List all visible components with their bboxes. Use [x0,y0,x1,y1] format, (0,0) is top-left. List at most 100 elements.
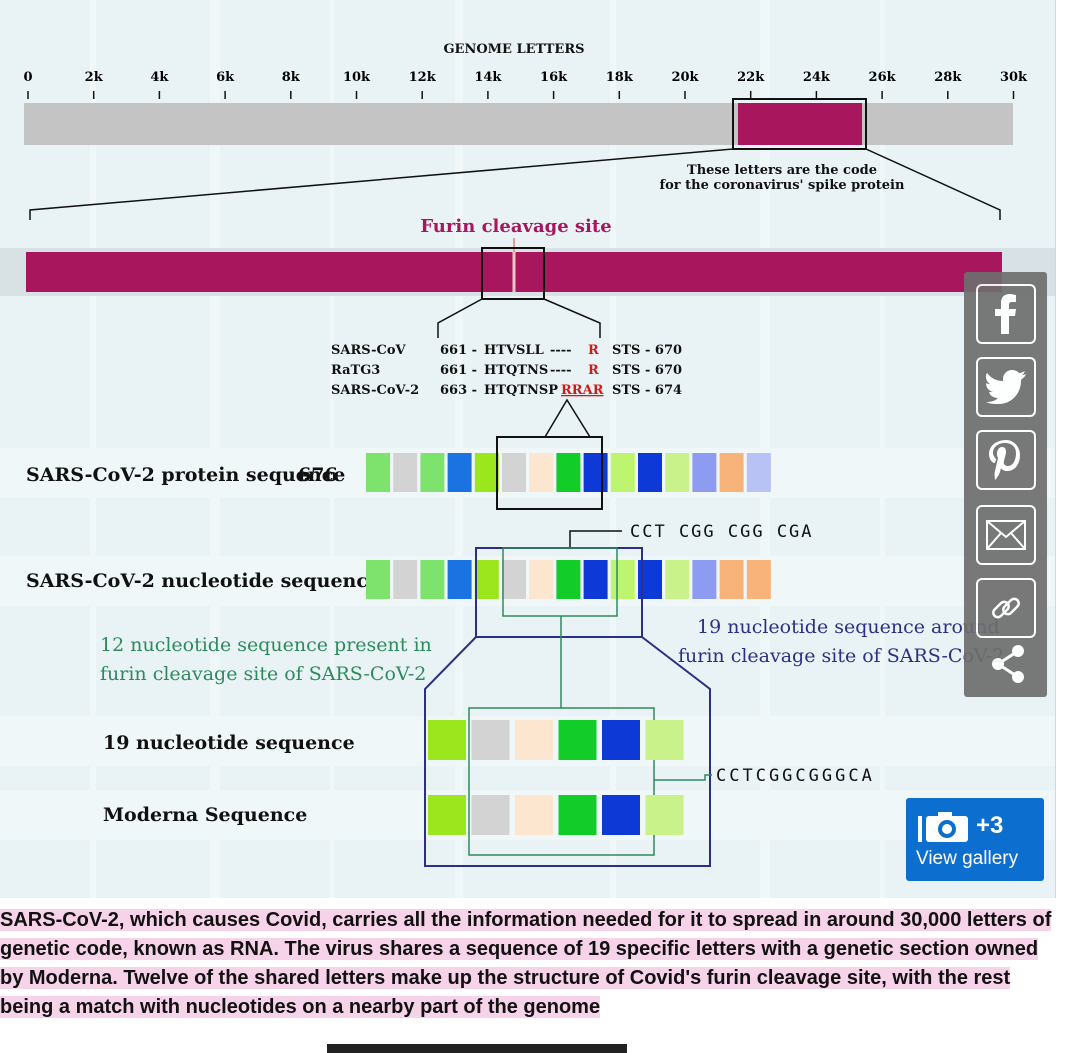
sequence-block [719,453,744,492]
axis-tick-label: 22k [737,70,765,85]
sequence-block [420,560,445,599]
sequence-block [746,560,771,599]
sequence-block [665,453,690,492]
axis-tick-label: 12k [409,70,437,85]
alignment-dashes: ---- [550,363,572,378]
axis-tick-label: 4k [150,70,169,85]
alignment-name: SARS-CoV [331,343,407,358]
sequence-block [366,453,390,492]
sequence-block [471,720,510,760]
sequence-block [692,560,717,599]
furin-label: Furin cleavage site [420,216,611,237]
gallery-count: +3 [976,812,1004,839]
alignment-start: 663 - [440,383,477,398]
alignment-red: R [588,343,599,358]
sequence-block [665,560,690,599]
axis-tick-label: 24k [803,70,831,85]
sequence-block [583,453,608,492]
alignment-seq: HTQTNSP [484,383,558,398]
axis-tick-label: 10k [343,70,371,85]
label-19-line1: 19 nucleotide sequence around [697,616,1000,638]
sequence-block [515,720,553,760]
alignment-seq: HTQTNS [484,363,548,378]
alignment-dashes: ---- [550,343,572,358]
alignment-end: STS - 674 [612,383,682,398]
axis-tick-label: 28k [934,70,962,85]
sequence-block [692,453,717,492]
alignment-seq: HTVSLL [484,343,544,358]
alignment-red: RRAR [561,383,604,398]
sequence-block [428,795,466,835]
detail-12-box [468,707,655,856]
facebook-icon [995,294,1016,334]
axis-tick-label: 20k [671,70,699,85]
sequence-block [556,560,581,599]
alignment-name: SARS-CoV-2 [331,383,419,398]
zoom-line-left [29,148,734,220]
genome-bar [24,103,1013,145]
nucleotide-label: SARS-CoV-2 nucleotide sequence [26,570,380,592]
twitter-share-button[interactable] [976,357,1036,417]
alignment-start: 661 - [440,343,477,358]
alignment-end: STS - 670 [612,363,682,378]
spike-note-line2: for the coronavirus' spike protein [660,178,905,193]
codon-text: CCT CGG CGG CGA [630,522,814,542]
pinterest-share-button[interactable] [976,430,1036,490]
sequence-block [529,560,554,599]
sequence-block [583,560,608,599]
axis-tick-label: 16k [540,70,568,85]
copy-link-button[interactable] [976,578,1036,638]
sequence-block [638,453,662,492]
spike-note-line1: These letters are the code [687,163,877,178]
detail-outline [424,636,711,867]
facebook-share-button[interactable] [976,284,1036,344]
codon-pointer [569,530,622,548]
email-share-button[interactable] [976,505,1036,565]
sequence-block [420,453,445,492]
protein-label: SARS-CoV-2 protein sequence [26,464,345,486]
sequence-block [471,795,510,835]
alignment-end: STS - 670 [612,343,682,358]
nuc-12-box [502,547,618,617]
genome-title: GENOME LETTERS [443,42,584,57]
sequence-block [366,560,390,599]
axis-tick-label: 0 [23,70,32,85]
sequence-block [529,453,554,492]
share-icon [992,645,1024,683]
sequence-block [645,720,684,760]
alignment-name: RaTG3 [331,363,380,378]
detail-sequence-blocks [428,720,684,835]
sequence-block [719,560,744,599]
furin-zoom-lines [437,298,483,338]
camera-icon [918,812,968,842]
spike-region [738,103,862,145]
sequence-block [502,453,526,492]
share-more-button[interactable] [990,644,1026,684]
axis-tick-label: 6k [216,70,235,85]
label-19-line2: furin cleavage site of SARS-CoV-2 [678,645,1004,667]
protein-sequence-blocks [366,453,771,492]
sequence-block [746,453,771,492]
sequence-block [447,453,472,492]
twitter-icon [986,370,1026,404]
nucleotide-sequence-blocks [366,560,771,599]
axis-tick-label: 30k [1000,70,1028,85]
share-toolbar [964,272,1047,697]
pinterest-icon [989,440,1020,480]
view-gallery-button[interactable]: +3 View gallery [906,798,1044,881]
gallery-label: View gallery [916,848,1019,869]
caption-text: SARS-CoV-2, which causes Covid, carries … [0,909,1052,1018]
moderna-seq: CCTCGGCGGGCA [716,766,875,786]
furin-zoom-box [481,247,545,300]
label-12-line2: furin cleavage site of SARS-CoV-2 [100,663,426,685]
furin-zoom-lines-right [543,298,601,338]
alignment-start: 661 - [440,363,477,378]
label-12-line1: 12 nucleotide sequence present in [100,634,432,656]
rrar-pointer [544,398,591,438]
zoom-line-right [865,148,1001,220]
sequence-block [447,560,472,599]
sequence-block [558,720,597,760]
next-image-preview [327,1044,627,1053]
